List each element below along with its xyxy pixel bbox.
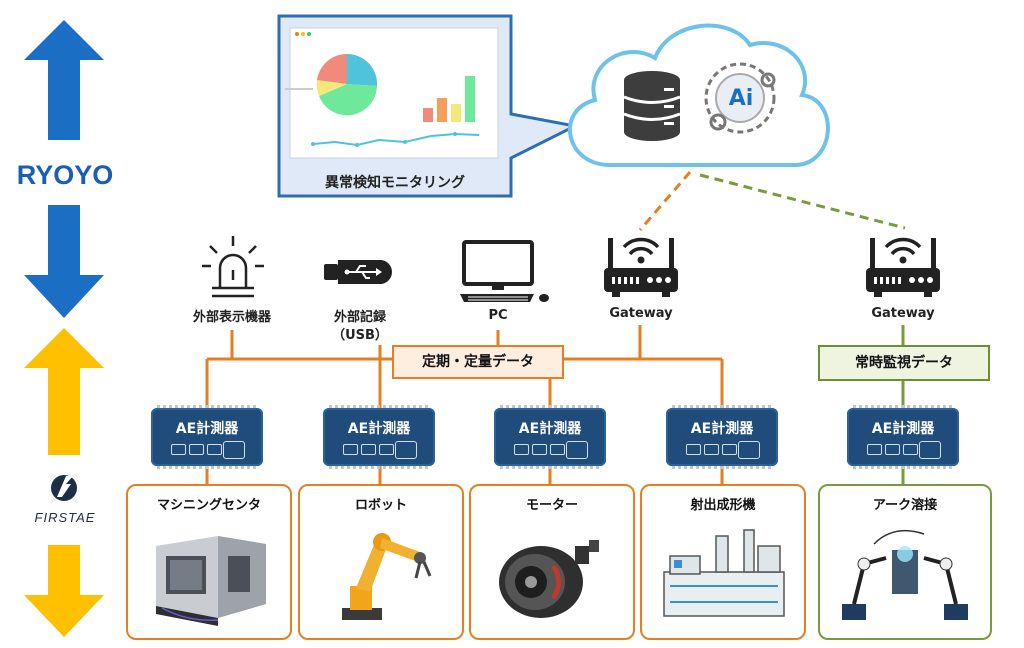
external-display-label: 外部表示機器 <box>192 310 271 325</box>
machine-label: 射出成形機 <box>690 498 756 513</box>
periodic-data-tag: 定期・定量データ <box>392 345 564 379</box>
robot-arm-image <box>342 533 432 620</box>
constant-data-tag: 常時監視データ <box>818 345 990 381</box>
usb-drive-icon <box>324 260 392 284</box>
database-icon <box>623 71 681 141</box>
machine-label: アーク溶接 <box>872 498 938 513</box>
machine-label: モーター <box>525 498 578 513</box>
side-arrows <box>24 20 104 637</box>
ae-device-label: AE計測器 <box>690 421 754 437</box>
ryoyo-logo: RYOYO <box>16 160 114 190</box>
monitoring-panel <box>277 14 580 198</box>
ae-device-label: AE計測器 <box>175 421 239 437</box>
pc-icon <box>460 240 549 302</box>
firstae-logo: FIRSTAE <box>34 510 96 525</box>
ae-device-label: AE計測器 <box>871 421 935 437</box>
machining-center-image <box>156 536 266 626</box>
external-record-label: 外部記録 <box>333 310 386 325</box>
monitoring-caption: 異常検知モニタリング <box>325 175 465 191</box>
machine-box-machining-center: マシニングセンタ <box>126 484 292 640</box>
arc-welding-robots-image <box>842 529 968 620</box>
external-record-sub: （USB） <box>332 328 388 343</box>
ae-device-3: AE計測器 <box>494 405 606 469</box>
ae-device-4: AE計測器 <box>666 405 778 469</box>
machine-box-motor: モーター <box>469 484 635 640</box>
alarm-light-icon <box>202 236 264 298</box>
pc-label: PC <box>488 308 508 323</box>
machine-box-robot: ロボット <box>298 484 464 640</box>
router-icon <box>866 237 940 297</box>
router-icon <box>604 237 678 297</box>
ae-device-5: AE計測器 <box>847 405 959 469</box>
injection-molding-machine-image <box>663 529 785 617</box>
ae-device-2: AE計測器 <box>323 405 435 469</box>
machine-box-arc-welding: アーク溶接 <box>818 484 992 640</box>
gateway2-label: Gateway <box>871 306 935 321</box>
ae-device-label: AE計測器 <box>347 421 411 437</box>
gateway1-label: Gateway <box>609 306 673 321</box>
machine-label: マシニングセンタ <box>156 498 261 513</box>
ai-brain-icon <box>704 62 776 134</box>
motor-image <box>499 540 599 618</box>
machine-box-injection-molding: 射出成形機 <box>640 484 806 640</box>
cloud <box>567 23 830 167</box>
machine-label: ロボット <box>354 498 407 513</box>
ae-device-1: AE計測器 <box>151 405 263 469</box>
ai-badge: Ai <box>728 86 754 111</box>
ae-device-label: AE計測器 <box>518 421 582 437</box>
